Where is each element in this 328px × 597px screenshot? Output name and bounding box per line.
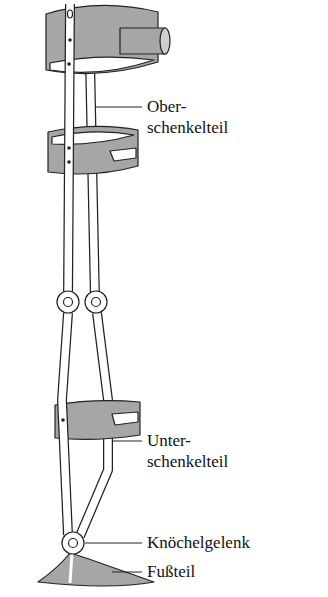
strap-slot	[110, 148, 136, 161]
rear-thigh-rod	[90, 60, 95, 300]
thigh-cuff-lower	[48, 126, 138, 174]
rivets	[61, 38, 72, 422]
part-label: Ober- schenkelteil	[147, 96, 255, 138]
knee-joint	[57, 291, 79, 313]
cuff-knob	[120, 28, 165, 54]
strap-slot	[112, 412, 138, 425]
part-label: Fußteil	[147, 561, 195, 582]
ankle-joint	[62, 532, 84, 554]
knob-end	[160, 28, 170, 54]
leader-lines	[85, 107, 142, 572]
part-label: Unter- schenkelteil	[147, 430, 255, 472]
foot-plate	[38, 553, 154, 586]
front-shank-rod	[62, 313, 68, 535]
part-label: Knöchelgelenk	[147, 532, 250, 553]
rod-slot	[68, 10, 73, 18]
front-thigh-rod	[68, 4, 70, 300]
knee-joint	[85, 291, 107, 313]
